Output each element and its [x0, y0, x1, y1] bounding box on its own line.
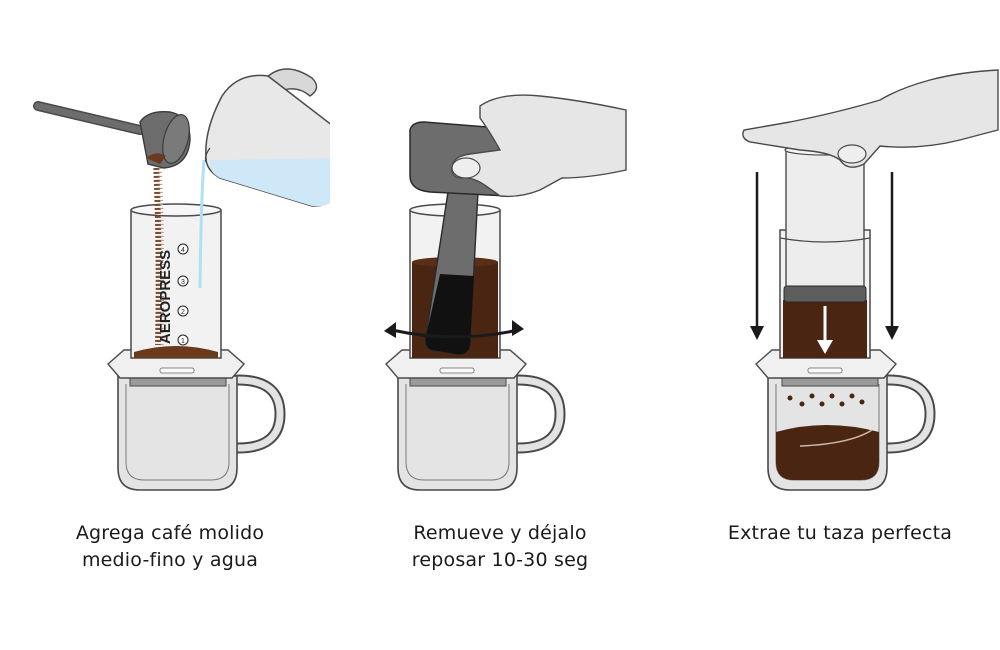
step-3-caption: Extrae tu taza perfecta [680, 520, 1000, 547]
hand-icon [450, 94, 627, 198]
press-down-arrows-icon [750, 172, 899, 354]
mug-icon [767, 374, 936, 491]
plunger [779, 144, 871, 303]
hand-icon [742, 69, 999, 168]
mug-icon [117, 374, 286, 491]
svg-text:4: 4 [181, 247, 185, 254]
brewed-coffee [776, 425, 879, 480]
caption-line-2: reposar 10-30 seg [411, 549, 589, 571]
step-1-panel: AEROPRESS 4 3 2 1 Agrega café molido med… [0, 0, 330, 650]
step-2-illustration [384, 94, 627, 491]
grounds-stream [153, 159, 162, 346]
step-3-panel: Extrae tu taza perfecta [680, 0, 1000, 650]
svg-text:2: 2 [181, 309, 185, 316]
level-marks: 4 3 2 1 [177, 243, 189, 346]
svg-text:1: 1 [181, 338, 185, 345]
aeropress-chamber [130, 203, 222, 359]
step-2-caption: Remueve y déjalo reposar 10-30 seg [370, 520, 630, 574]
pitcher-icon [204, 68, 330, 207]
mug-icon [397, 374, 566, 491]
step-2-panel: Remueve y déjalo reposar 10-30 seg [350, 0, 670, 650]
aeropress-brand-text: AEROPRESS [157, 250, 174, 344]
scoop-icon [33, 101, 191, 169]
caption-line-2: medio-fino y agua [81, 549, 259, 571]
caption-line-1: Extrae tu taza perfecta [727, 522, 953, 544]
svg-text:3: 3 [181, 279, 185, 286]
step-1-illustration: AEROPRESS 4 3 2 1 [33, 68, 330, 491]
step-3-illustration [742, 69, 999, 491]
caption-line-1: Remueve y déjalo [413, 522, 587, 544]
water-stream [198, 159, 206, 289]
drips-icon [787, 393, 865, 407]
stir-arrows-icon [384, 320, 524, 339]
step-1-caption: Agrega café molido medio-fino y agua [40, 520, 300, 574]
caption-line-1: Agrega café molido [75, 522, 265, 544]
